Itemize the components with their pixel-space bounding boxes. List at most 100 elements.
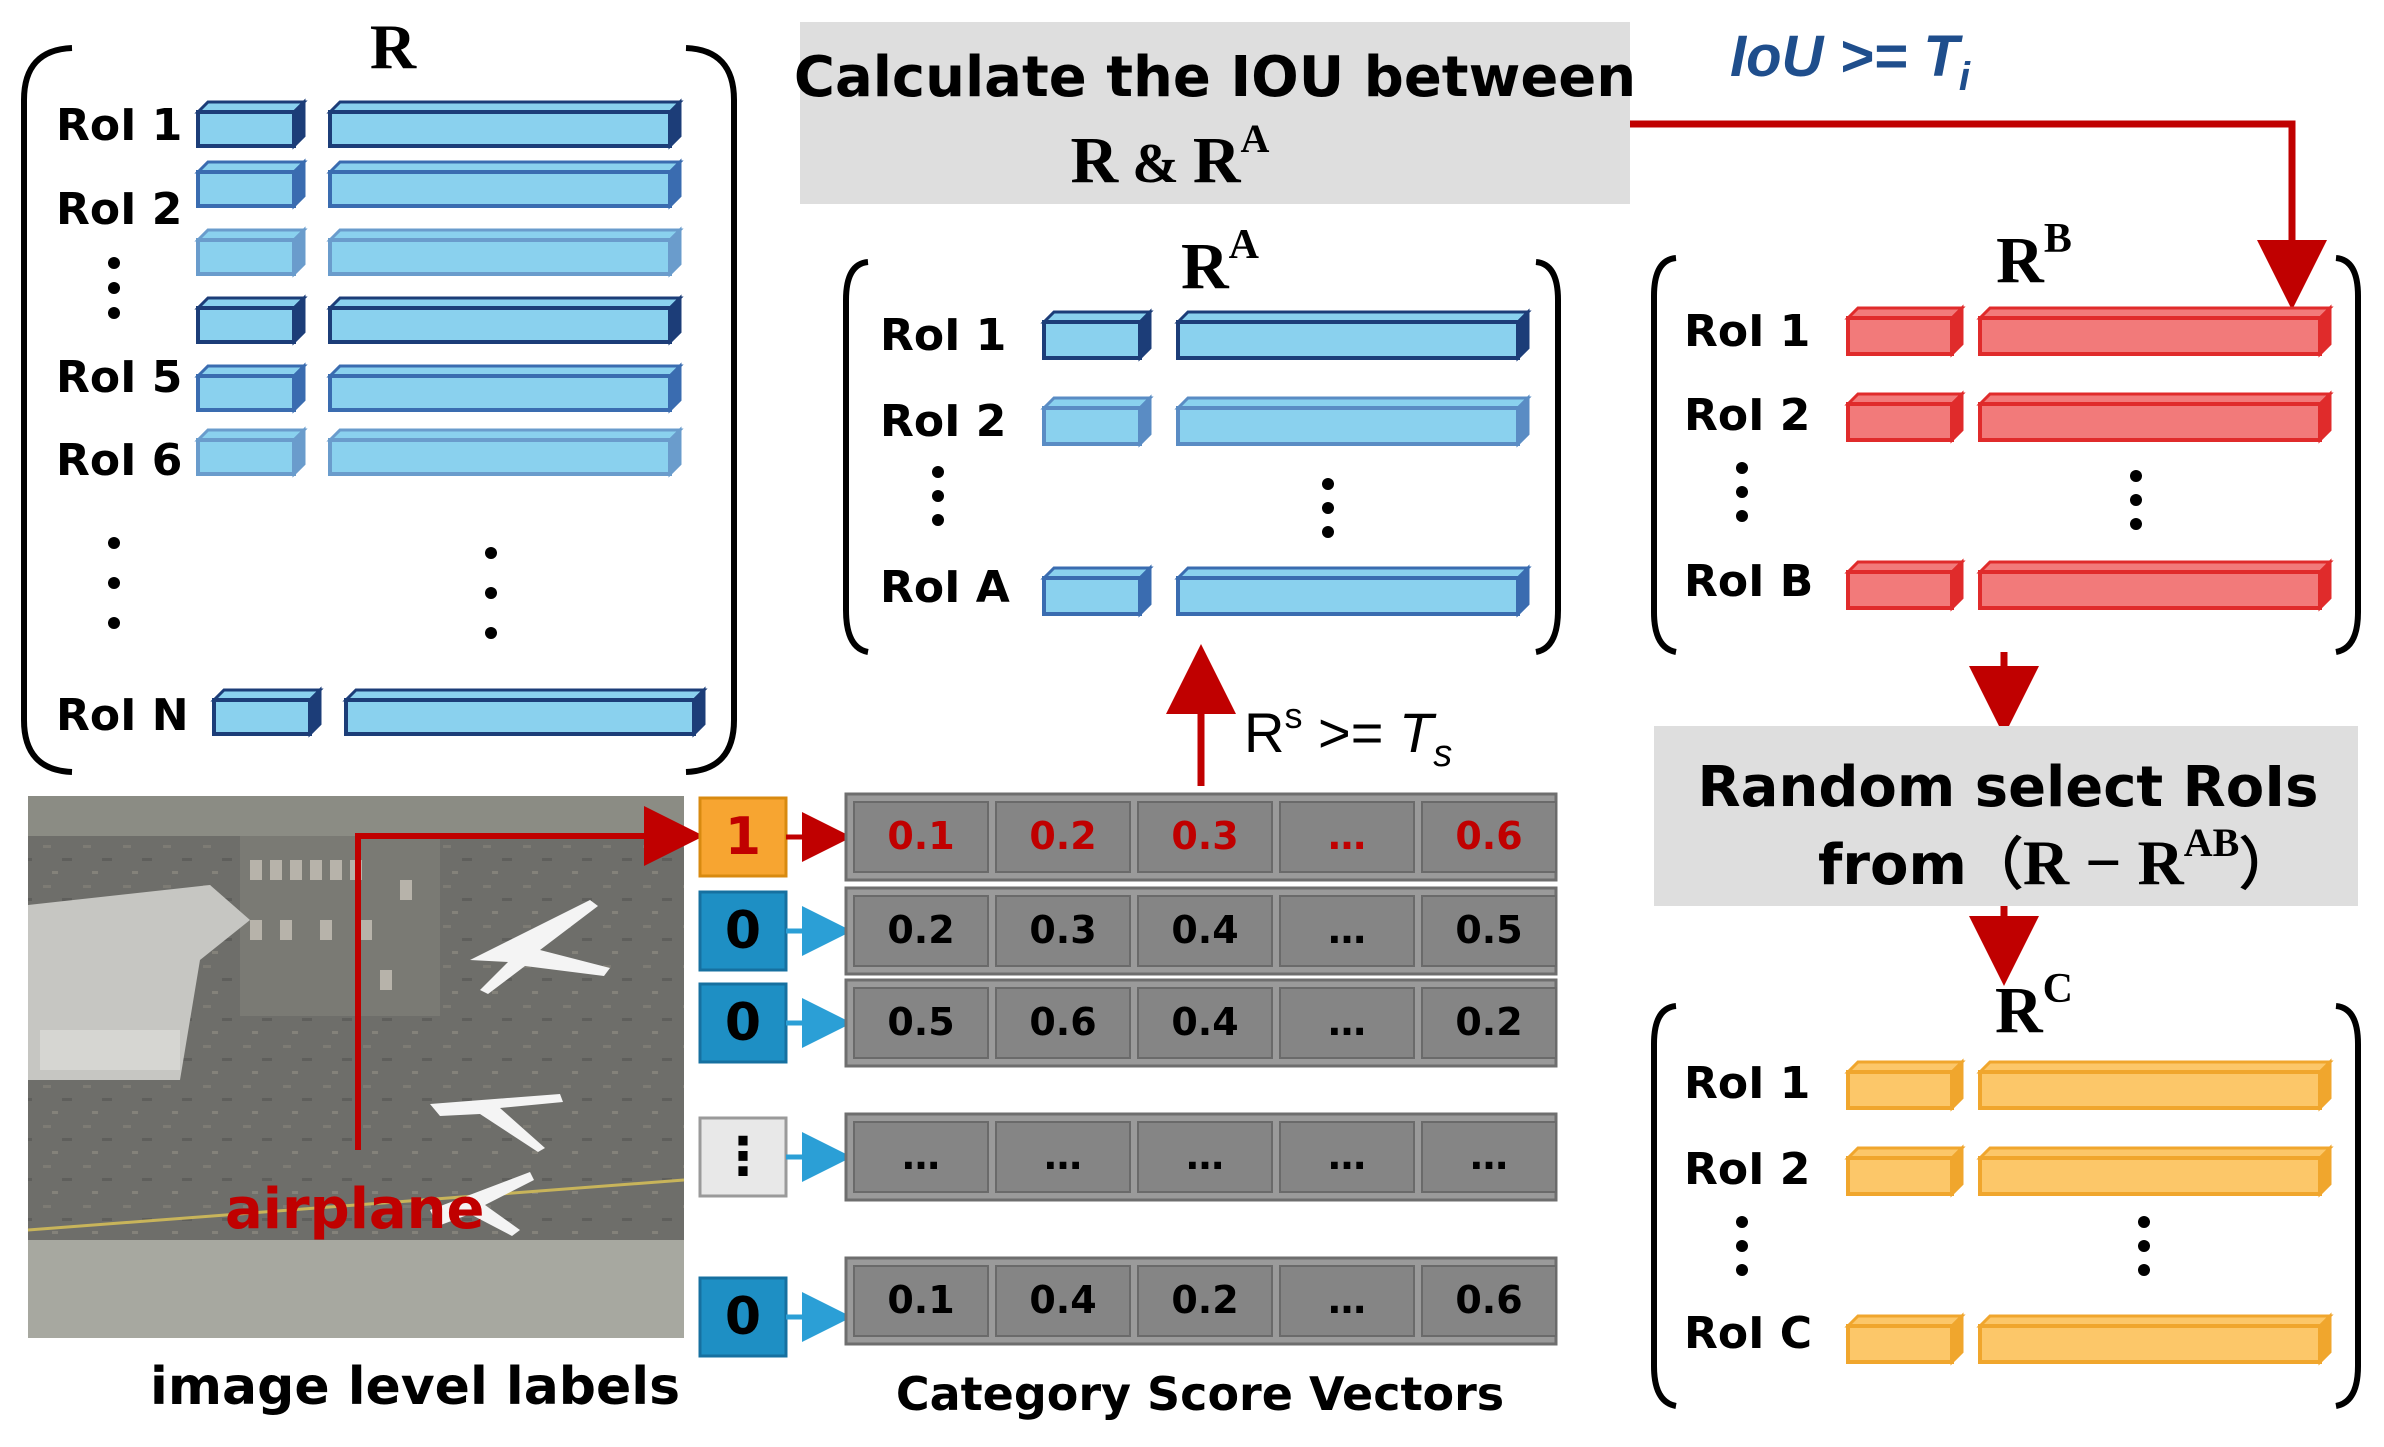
score-cell xyxy=(1137,895,1273,967)
score-cell xyxy=(995,801,1131,873)
matrix-r-ellipsis-labels xyxy=(108,257,120,629)
score-value: … xyxy=(1328,1278,1366,1322)
matrix-r-small-bar xyxy=(194,294,308,346)
image-label-value: 0 xyxy=(725,993,761,1053)
matrix-rb-large-bar xyxy=(1976,304,2334,358)
score-cell xyxy=(1421,987,1557,1059)
aerial-label: airplane xyxy=(225,1177,485,1242)
matrix-r-right-bracket xyxy=(685,45,737,775)
matrix-r-bars xyxy=(194,98,708,738)
matrix-rc-right-bracket xyxy=(2335,1003,2361,1409)
score-cell xyxy=(853,895,989,967)
matrix-ra-row-label: RoI 2 xyxy=(880,396,1006,447)
score-cell xyxy=(1421,1121,1557,1193)
matrix-r-small-bar xyxy=(194,426,308,478)
image-label-badge: 0 xyxy=(698,1276,788,1358)
matrix-r-large-bar xyxy=(326,426,684,478)
matrix-rb-row-label: RoI 2 xyxy=(1684,390,1810,441)
matrix-r-large-bar xyxy=(326,158,684,210)
label-to-image-arrow xyxy=(355,806,704,1150)
matrix-ra-left-bracket xyxy=(843,259,869,655)
aerial-taxi-line xyxy=(27,1178,685,1232)
score-cell xyxy=(1279,801,1415,873)
matrix-ra-large-bar xyxy=(1174,564,1532,618)
random-box-line2: from（R − RAB） xyxy=(1818,820,2295,898)
aerial-terminal-roof xyxy=(40,1030,180,1070)
image-label-badge: 1 xyxy=(698,796,788,878)
random-box: Random select RoIs from（R − RAB） xyxy=(1654,726,2358,906)
matrix-rb-row-label: RoI B xyxy=(1684,556,1813,607)
matrix-r-large-bar xyxy=(326,294,684,346)
airplane-icon xyxy=(430,900,610,1236)
vectors-caption: Category Score Vectors xyxy=(896,1367,1504,1421)
random-box-line1: Random select RoIs xyxy=(1698,755,2319,820)
score-cell xyxy=(1137,1265,1273,1337)
iou-to-rb-arrow xyxy=(1630,120,2327,310)
score-cell xyxy=(1279,1265,1415,1337)
score-value: … xyxy=(1328,1134,1366,1178)
score-cell xyxy=(853,1265,989,1337)
iou-box-r: R xyxy=(1071,124,1120,197)
matrix-r-small-bar xyxy=(194,362,308,414)
score-value: 0.6 xyxy=(1455,814,1522,858)
score-value: 0.2 xyxy=(1029,814,1096,858)
matrix-r-large-bar xyxy=(326,226,684,278)
matrix-rc-large-bar xyxy=(1976,1144,2334,1198)
matrix-rb-title: RB xyxy=(1996,216,2072,297)
random-box-background xyxy=(1654,726,2358,906)
matrix-r-row-label: RoI N xyxy=(56,690,189,741)
score-cell xyxy=(1137,801,1273,873)
score-cell xyxy=(995,1121,1131,1193)
aerial-image: airplane xyxy=(27,796,704,1338)
matrix-rc-large-bar xyxy=(1976,1312,2334,1366)
score-vector-row: …………… xyxy=(844,1112,1558,1202)
score-value: … xyxy=(902,1134,940,1178)
image-label-value: 1 xyxy=(725,807,761,867)
image-label-badge: ⋮ xyxy=(698,1116,788,1198)
matrix-rb-small-bar xyxy=(1844,304,1966,358)
score-cell xyxy=(1279,1121,1415,1193)
matrix-r-row-label: RoI 2 xyxy=(56,184,182,235)
score-cell xyxy=(995,987,1131,1059)
iou-box-r: R xyxy=(1193,124,1242,197)
aerial-parking-top xyxy=(28,796,684,836)
matrix-r-ellipsis-bars xyxy=(485,547,497,639)
matrix-r-large-bar xyxy=(342,686,708,738)
matrix-r: R RoI 1 RoI 2 RoI 5 RoI 6 RoI N xyxy=(21,11,737,775)
matrix-rb-ellipsis xyxy=(1736,462,2142,530)
matrix-rc-ellipsis xyxy=(1736,1216,2150,1276)
matrix-r-row-label: RoI 5 xyxy=(56,352,182,403)
matrix-rc-row-label: RoI 2 xyxy=(1684,1144,1810,1195)
score-cell xyxy=(853,801,989,873)
score-cell xyxy=(1279,987,1415,1059)
matrix-r-large-bar xyxy=(326,362,684,414)
image-level-labels: 1 0 0 ⋮ 0 xyxy=(698,796,852,1358)
matrix-rb-small-bar xyxy=(1844,390,1966,444)
score-value: 0.2 xyxy=(1455,1000,1522,1044)
score-cell xyxy=(1279,895,1415,967)
score-value: 0.2 xyxy=(887,908,954,952)
image-label-badge: 0 xyxy=(698,890,788,972)
matrix-rc: RC RoI 1 RoI 2 RoI C xyxy=(1651,966,2361,1409)
matrix-rb-left-bracket xyxy=(1651,255,1677,655)
iou-box-background xyxy=(800,22,1630,204)
matrix-r-small-bar xyxy=(194,158,308,210)
matrix-rc-row-label: RoI 1 xyxy=(1684,1058,1810,1109)
matrix-ra-small-bar xyxy=(1040,308,1154,362)
score-value: 0.6 xyxy=(1029,1000,1096,1044)
score-value: … xyxy=(1186,1134,1224,1178)
image-label-value: 0 xyxy=(725,901,761,961)
score-value: 0.2 xyxy=(1171,1278,1238,1322)
matrix-rb: RB RoI 1 RoI 2 RoI B xyxy=(1651,216,2361,655)
matrix-ra-large-bar xyxy=(1174,394,1532,448)
aerial-taxiway xyxy=(28,1240,684,1338)
matrix-r-small-bar xyxy=(194,226,308,278)
matrix-r-title: R xyxy=(370,11,417,82)
image-label-value: 0 xyxy=(725,1287,761,1347)
matrix-rc-large-bar xyxy=(1976,1058,2334,1112)
matrix-rb-right-bracket xyxy=(2335,255,2361,655)
